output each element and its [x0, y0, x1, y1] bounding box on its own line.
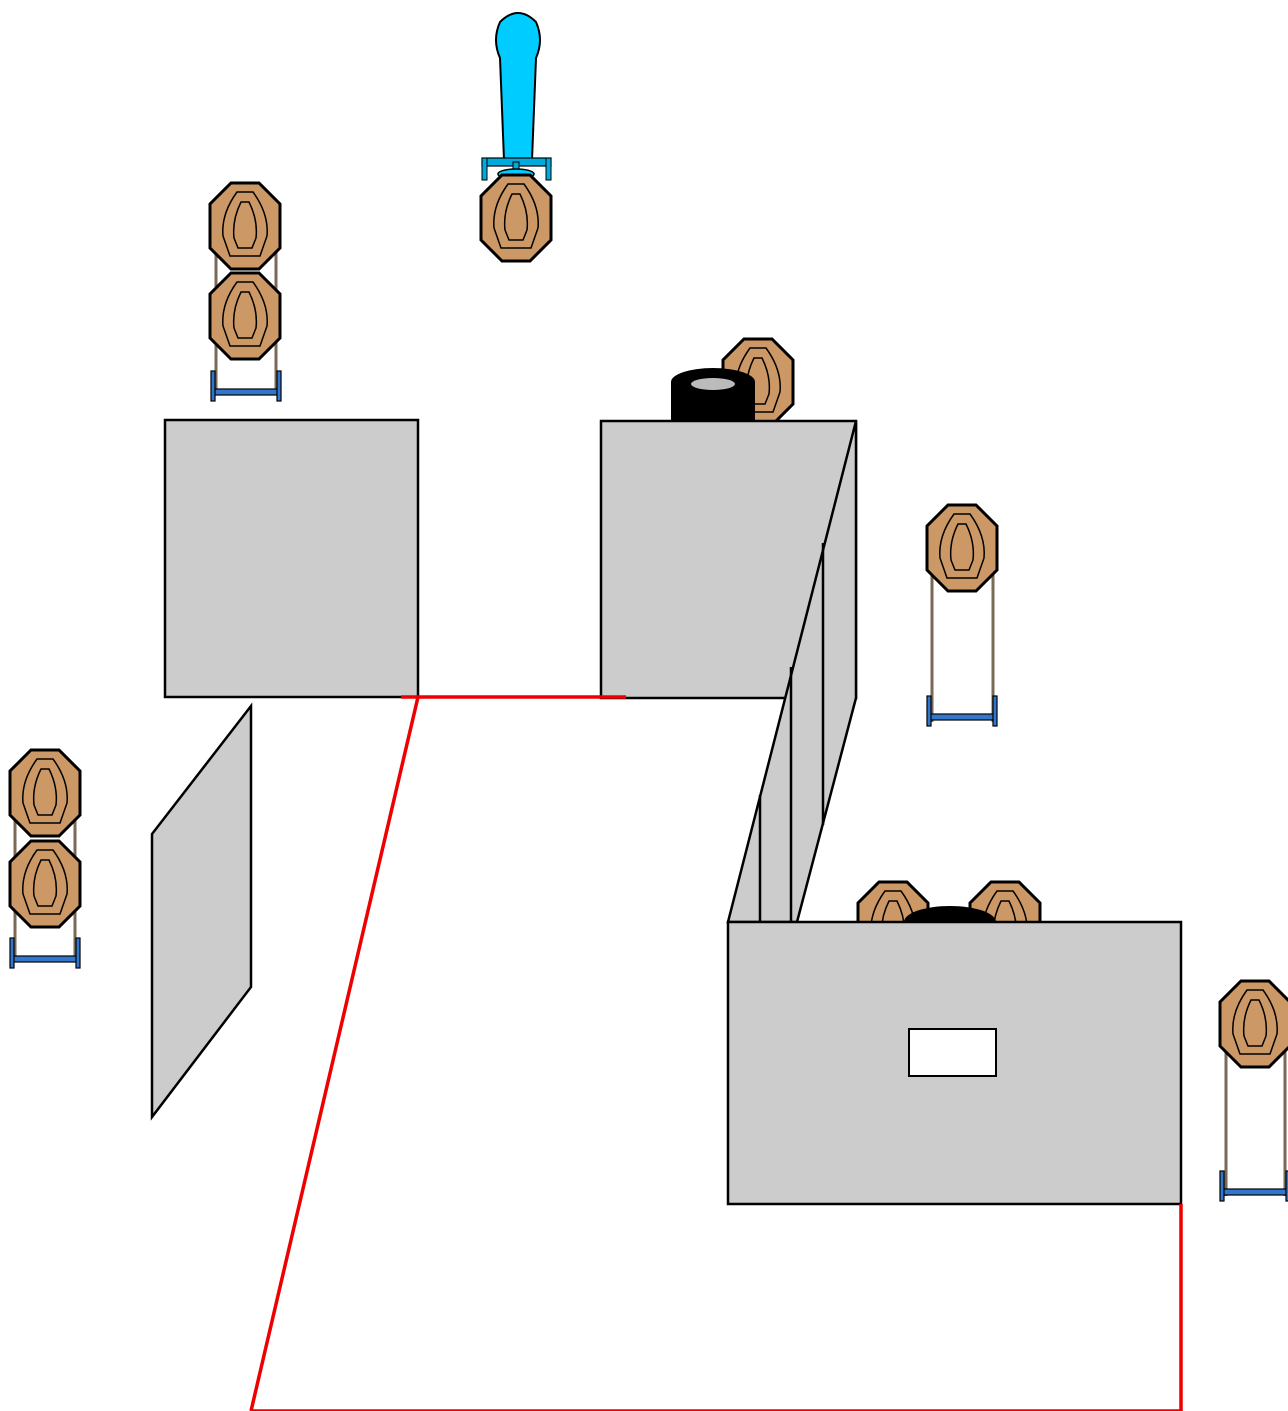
barrel-center [671, 368, 755, 422]
popper-activated-target [479, 12, 553, 263]
fault-line-left [249, 696, 420, 1411]
wall-left-square [163, 418, 420, 699]
single-target-stand-far-right [1218, 979, 1288, 1202]
single-target-stand-right [925, 503, 999, 727]
wall-left-angled-panel [150, 702, 253, 1121]
double-target-stand-left [8, 748, 82, 969]
shooting-port [908, 1028, 997, 1077]
double-target-stand-top-left [208, 181, 282, 402]
popper-icon [495, 12, 541, 161]
